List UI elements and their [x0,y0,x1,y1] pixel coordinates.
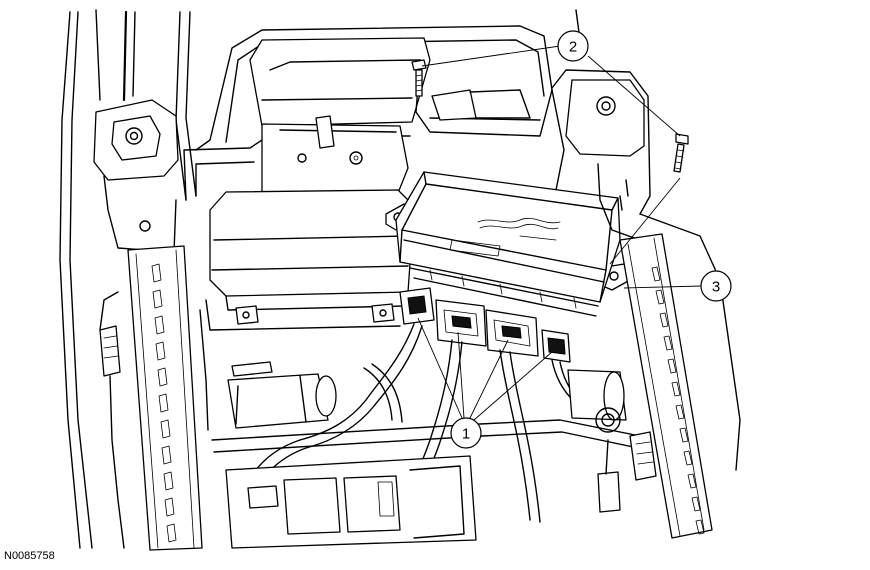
figure-reference-code: N0085758 [4,550,55,562]
leader-lines [417,45,703,421]
lower-motor-assembly [211,361,641,549]
callout-2-label: 2 [569,39,577,56]
left-seat-frame [59,9,203,551]
seat-back-frame [183,25,565,201]
right-seat-frame [551,9,741,539]
callout-1-label: 1 [462,426,470,443]
callout-3: 3 [700,270,732,302]
cushion-block [199,189,415,431]
callout-1: 1 [450,417,482,449]
callout-2: 2 [557,30,589,62]
harness-connectors [399,287,571,363]
callout-3-label: 3 [712,279,720,296]
seat-control-module [385,171,631,317]
mounting-bolts [411,59,689,173]
